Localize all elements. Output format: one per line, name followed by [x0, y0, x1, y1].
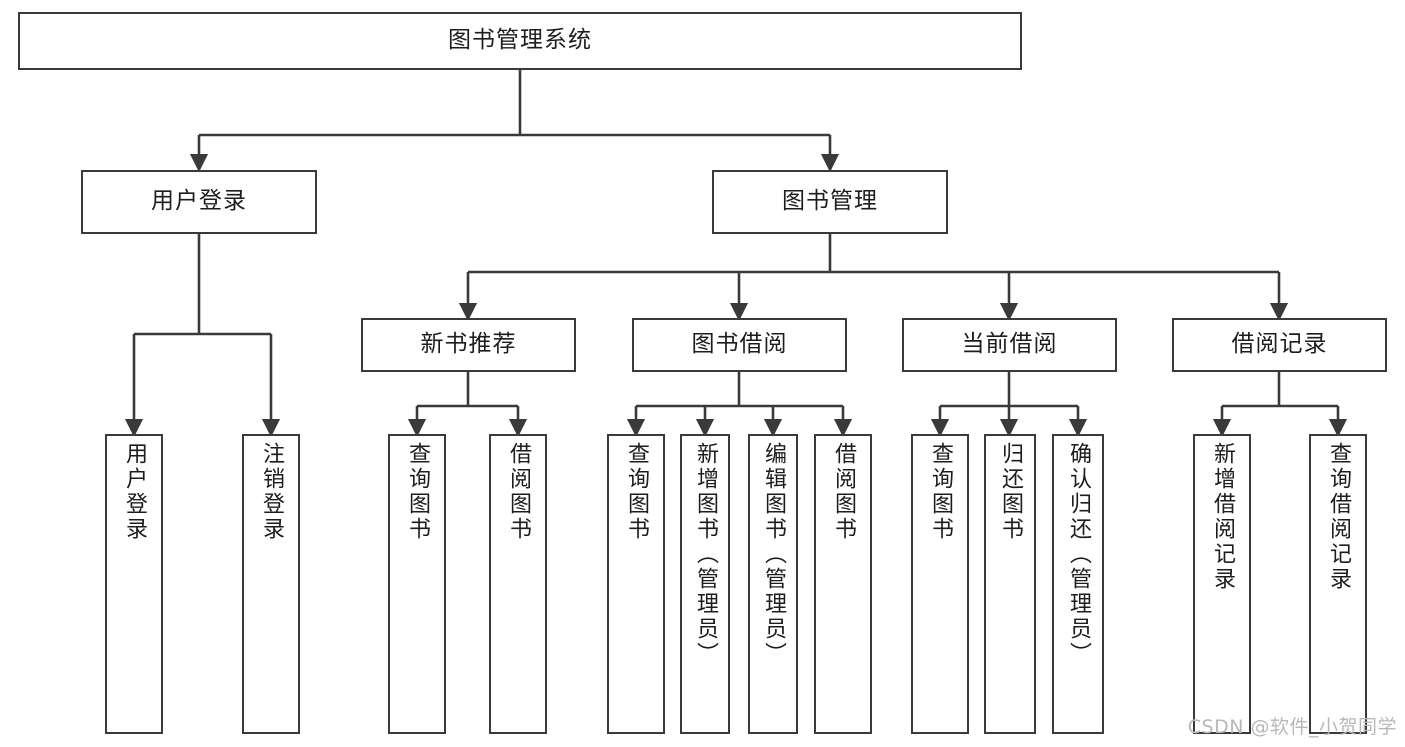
node-label-user-login: 用户登录	[151, 188, 247, 215]
node-leaf-borrow-book-recommend[interactable]: 借阅图书	[489, 434, 547, 734]
node-label-leaf-return-book: 归还图书	[998, 442, 1023, 542]
node-label-leaf-query-book-current: 查询图书	[928, 442, 953, 542]
node-book-borrow[interactable]: 图书借阅	[632, 318, 847, 372]
node-label-leaf-add-book-admin: 新增图书（管理员）	[693, 442, 718, 667]
node-label-new-book-recommend: 新书推荐	[420, 331, 517, 358]
node-label-leaf-logout: 注销登录	[259, 442, 284, 542]
node-root-system[interactable]: 图书管理系统	[18, 12, 1022, 70]
node-label-leaf-add-borrow-record: 新增借阅记录	[1210, 442, 1235, 592]
node-leaf-add-book-admin[interactable]: 新增图书（管理员）	[680, 434, 730, 734]
node-borrow-record[interactable]: 借阅记录	[1172, 318, 1387, 372]
node-leaf-edit-book-admin[interactable]: 编辑图书（管理员）	[748, 434, 798, 734]
node-label-leaf-borrow-book: 借阅图书	[831, 442, 856, 542]
node-leaf-confirm-return-admin[interactable]: 确认归还（管理员）	[1052, 434, 1104, 734]
node-label-leaf-user-login: 用户登录	[122, 442, 147, 542]
node-new-book-recommend[interactable]: 新书推荐	[361, 318, 576, 372]
node-label-borrow-record: 借阅记录	[1231, 331, 1328, 358]
node-leaf-query-borrow-record[interactable]: 查询借阅记录	[1309, 434, 1367, 734]
node-leaf-query-book-recommend[interactable]: 查询图书	[388, 434, 446, 734]
node-leaf-add-borrow-record[interactable]: 新增借阅记录	[1193, 434, 1251, 734]
node-label-book-borrow: 图书借阅	[691, 331, 788, 358]
node-leaf-user-login[interactable]: 用户登录	[105, 434, 163, 734]
node-label-leaf-edit-book-admin: 编辑图书（管理员）	[761, 442, 786, 667]
node-leaf-borrow-book[interactable]: 借阅图书	[814, 434, 872, 734]
node-leaf-return-book[interactable]: 归还图书	[984, 434, 1036, 734]
watermark-text: CSDN @软件_小贺同学	[1187, 716, 1397, 738]
node-leaf-query-book-current[interactable]: 查询图书	[911, 434, 969, 734]
node-leaf-query-book[interactable]: 查询图书	[607, 434, 665, 734]
node-label-leaf-borrow-book-recommend: 借阅图书	[506, 442, 531, 542]
node-current-borrow[interactable]: 当前借阅	[902, 318, 1117, 372]
node-book-management[interactable]: 图书管理	[712, 170, 948, 234]
node-label-book-management: 图书管理	[782, 188, 878, 215]
node-label-leaf-confirm-return-admin: 确认归还（管理员）	[1066, 442, 1091, 667]
node-leaf-logout[interactable]: 注销登录	[242, 434, 300, 734]
node-label-current-borrow: 当前借阅	[961, 331, 1058, 358]
node-user-login[interactable]: 用户登录	[81, 170, 317, 234]
node-label-leaf-query-borrow-record: 查询借阅记录	[1326, 442, 1351, 592]
node-label-leaf-query-book: 查询图书	[624, 442, 649, 542]
node-label-leaf-query-book-recommend: 查询图书	[405, 442, 430, 542]
node-label-root: 图书管理系统	[448, 27, 592, 54]
